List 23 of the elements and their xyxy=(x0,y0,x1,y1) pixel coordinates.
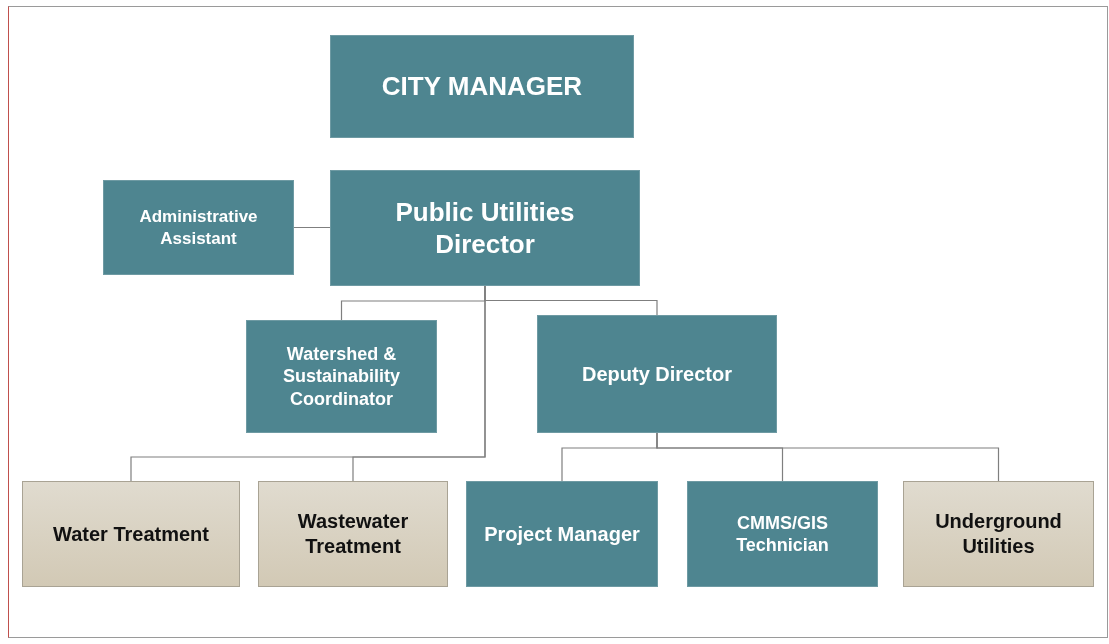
box-label: Public Utilities Director xyxy=(394,195,576,261)
box-label: Wastewater Treatment xyxy=(296,509,410,559)
box-label: CITY MANAGER xyxy=(381,70,583,103)
position-box xyxy=(330,35,634,138)
connector-line xyxy=(352,285,486,482)
unit-box xyxy=(903,481,1094,587)
unit-box xyxy=(258,481,448,587)
box-label: Project Manager xyxy=(484,521,640,547)
box-label: Underground Utilities xyxy=(934,509,1063,559)
connector-line xyxy=(656,432,1000,482)
position-box xyxy=(103,180,294,275)
box-label: Administrative Assistant xyxy=(138,206,259,249)
position-box xyxy=(687,481,878,587)
box-label: Deputy Director xyxy=(582,361,732,387)
position-box xyxy=(537,315,777,433)
box-label: Water Treatment xyxy=(53,521,209,547)
connector-line xyxy=(293,226,331,229)
box-label: CMMS/GIS Technician xyxy=(735,511,830,557)
position-box xyxy=(246,320,437,433)
position-box xyxy=(466,481,658,587)
unit-box xyxy=(22,481,240,587)
box-label: Watershed & Sustainability Coordinator xyxy=(282,342,401,411)
position-box xyxy=(330,170,640,286)
